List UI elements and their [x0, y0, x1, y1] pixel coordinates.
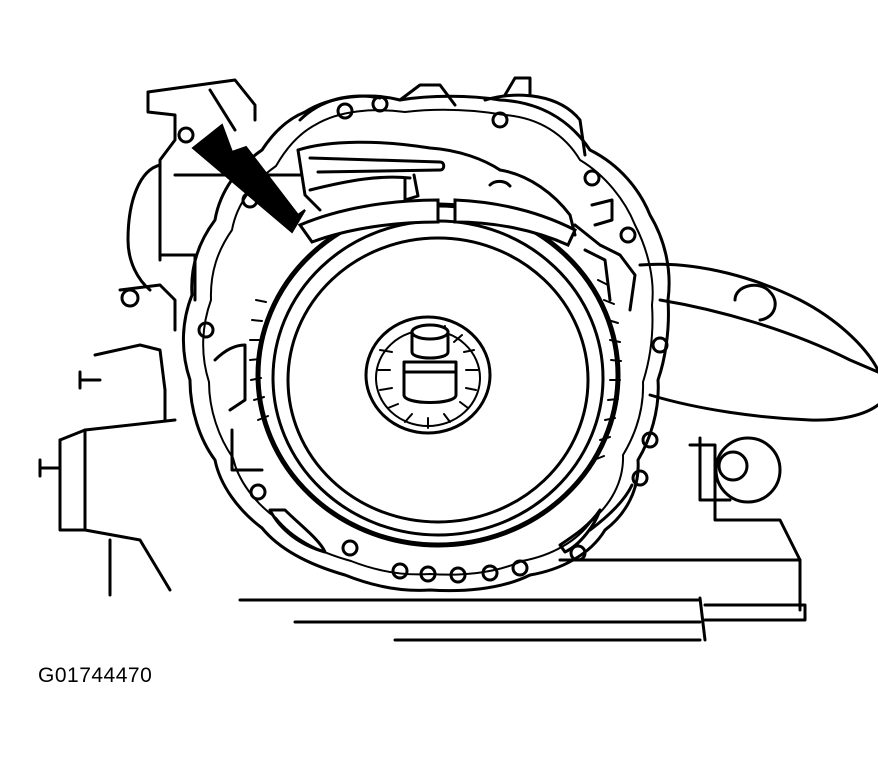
pointer-arrow	[191, 123, 306, 234]
base-rails	[238, 558, 807, 642]
clutch-drum	[249, 198, 622, 548]
right-housing	[638, 262, 878, 612]
hub-assembly	[364, 315, 492, 435]
arrow-shape	[191, 123, 306, 234]
upper-bracket	[296, 140, 637, 312]
left-housing	[38, 78, 302, 597]
bell-housing-flange	[182, 94, 671, 593]
figure-id-caption: G01744470	[38, 664, 153, 687]
